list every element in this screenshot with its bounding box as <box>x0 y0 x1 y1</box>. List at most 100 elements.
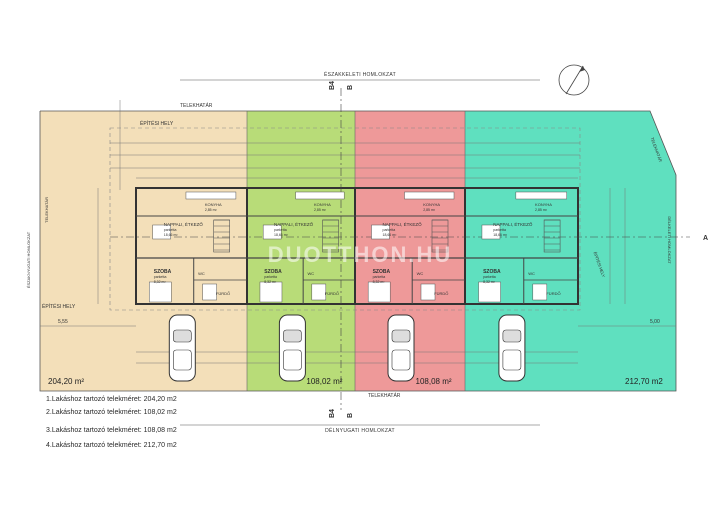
car-body <box>278 314 306 382</box>
car-windshield <box>391 329 411 343</box>
bed <box>259 281 283 303</box>
kitchen-counter <box>295 191 345 200</box>
kitchen-counter <box>185 191 237 200</box>
room-area-living: 18,66 m² <box>493 233 508 237</box>
room-area-kitchen: 2,85 m² <box>423 208 436 212</box>
right-facade-label: DÉLKELETI HOMLOKZAT <box>667 216 672 264</box>
building-zone <box>109 127 581 311</box>
plot-line-label-top: TELEKHATÁR <box>180 102 213 109</box>
room-area-kitchen: 2,85 m² <box>205 208 218 212</box>
room-floor-bedroom: parketta <box>373 275 386 279</box>
section-label-b4-top: B4 <box>329 81 336 90</box>
room-label-living: NAPPALI, ÉTKEZŐ <box>493 221 533 227</box>
room-label-kitchen: KONYHA <box>535 202 552 207</box>
room-label-bedroom: SZOBA <box>264 269 282 275</box>
room-label-kitchen: KONYHA <box>205 202 222 207</box>
room-label-bath: FÜRDŐ <box>546 291 560 296</box>
plot-area-label-4: 212,70 m2 <box>625 377 663 386</box>
car-body <box>168 314 196 382</box>
legend-line-1: 1.Lakáshoz tartozó telekméret: 204,20 m2 <box>46 396 177 403</box>
car-roof <box>283 349 302 371</box>
building-outline <box>135 187 579 305</box>
room-label-living: NAPPALI, ÉTKEZŐ <box>274 221 314 227</box>
plot-area-label-1: 204,20 m² <box>48 377 84 386</box>
building-zone-label-side: ÉPÍTÉSI HELY <box>42 303 76 310</box>
section-label-b-top: B <box>347 85 354 90</box>
room-floor-living: parketta <box>493 228 506 232</box>
section-label-b-bottom: B <box>347 413 354 418</box>
bed <box>367 281 391 303</box>
bed <box>478 281 501 303</box>
bed <box>149 281 172 303</box>
dining-table <box>371 224 390 240</box>
room-floor-living: parketta <box>383 228 396 232</box>
room-floor-bedroom: parketta <box>483 275 496 279</box>
room-label-living: NAPPALI, ÉTKEZŐ <box>164 221 204 227</box>
room-floor-bedroom: parketta <box>264 275 277 279</box>
car-windshield <box>173 329 192 343</box>
room-area-living: 18,66 m² <box>274 233 289 237</box>
car-roof <box>391 349 411 371</box>
dimension-label-right: 5,00 <box>650 319 660 325</box>
room-label-wc: WC <box>198 271 205 276</box>
left-plot-label: TELEKHATÁR <box>44 197 49 223</box>
room-label-bath: FÜRDŐ <box>216 291 230 296</box>
dining-table <box>152 224 171 240</box>
section-label-a: A <box>703 235 708 242</box>
watermark-text: DUOTTHON.HU <box>268 242 453 267</box>
room-area-living: 18,66 m² <box>383 233 398 237</box>
car-windshield <box>283 329 302 343</box>
stair <box>543 219 561 253</box>
bathtub <box>420 283 436 301</box>
car-windshield <box>502 329 522 343</box>
room-floor-bedroom: parketta <box>154 275 167 279</box>
legend-line-2: 2.Lakáshoz tartozó telekméret: 108,02 m2 <box>46 409 177 416</box>
room-label-kitchen: KONYHA <box>423 202 440 207</box>
kitchen-counter <box>515 191 567 200</box>
stair <box>213 219 230 253</box>
section-label-b4-bottom: B4 <box>329 409 336 418</box>
dimension-label-left: 5,55 <box>58 319 68 325</box>
room-area-living: 18,66 m² <box>164 233 179 237</box>
car-body <box>387 314 415 382</box>
room-floor-living: parketta <box>274 228 287 232</box>
room-area-bedroom: 8,32 m² <box>264 280 277 284</box>
car-roof <box>502 349 522 371</box>
room-area-bedroom: 8,32 m² <box>483 280 496 284</box>
legend-line-4: 4.Lakáshoz tartozó telekméret: 212,70 m2 <box>46 442 177 449</box>
car-icon <box>498 314 526 382</box>
plot-line-label-bottom: TELEKHATÁR <box>368 392 401 399</box>
north-facade-label: ÉSZAKKELETI HOMLOKZAT <box>324 71 396 78</box>
dining-table <box>262 224 282 240</box>
plot-area-label-2: 108,02 m² <box>306 377 342 386</box>
room-label-bedroom: SZOBA <box>154 269 172 275</box>
dining-table <box>481 224 501 240</box>
room-floor-living: parketta <box>164 228 177 232</box>
bathtub <box>532 283 548 301</box>
room-area-kitchen: 2,85 m² <box>314 208 327 212</box>
car-icon <box>168 314 196 382</box>
car-roof <box>173 349 192 371</box>
plot-boundary <box>39 110 677 392</box>
room-label-bath: FÜRDŐ <box>434 291 448 296</box>
plot-zone-1 <box>40 111 247 391</box>
room-area-bedroom: 8,32 m² <box>373 280 386 284</box>
room-label-bedroom: SZOBA <box>483 269 501 275</box>
plot-zone-4 <box>465 111 676 391</box>
room-label-wc: WC <box>417 271 424 276</box>
legend-line-3: 3.Lakáshoz tartozó telekméret: 108,08 m2 <box>46 427 177 434</box>
room-area-bedroom: 8,32 m² <box>154 280 167 284</box>
building-zone-label-top: ÉPÍTÉSI HELY <box>140 120 174 127</box>
room-label-living: NAPPALI, ÉTKEZŐ <box>383 221 423 227</box>
room-label-wc: WC <box>307 271 314 276</box>
kitchen-counter <box>404 191 455 200</box>
room-label-wc: WC <box>528 271 535 276</box>
stair <box>322 219 339 253</box>
north-arrow-icon <box>558 64 590 96</box>
left-facade-label: ÉSZAKNYUGATI HOMLOKZAT <box>26 231 31 288</box>
car-icon <box>387 314 415 382</box>
stair <box>431 219 449 253</box>
plot-area-label-3: 108,08 m² <box>416 377 452 386</box>
south-facade-label: DÉLNYUGATI HOMLOKZAT <box>325 427 395 434</box>
